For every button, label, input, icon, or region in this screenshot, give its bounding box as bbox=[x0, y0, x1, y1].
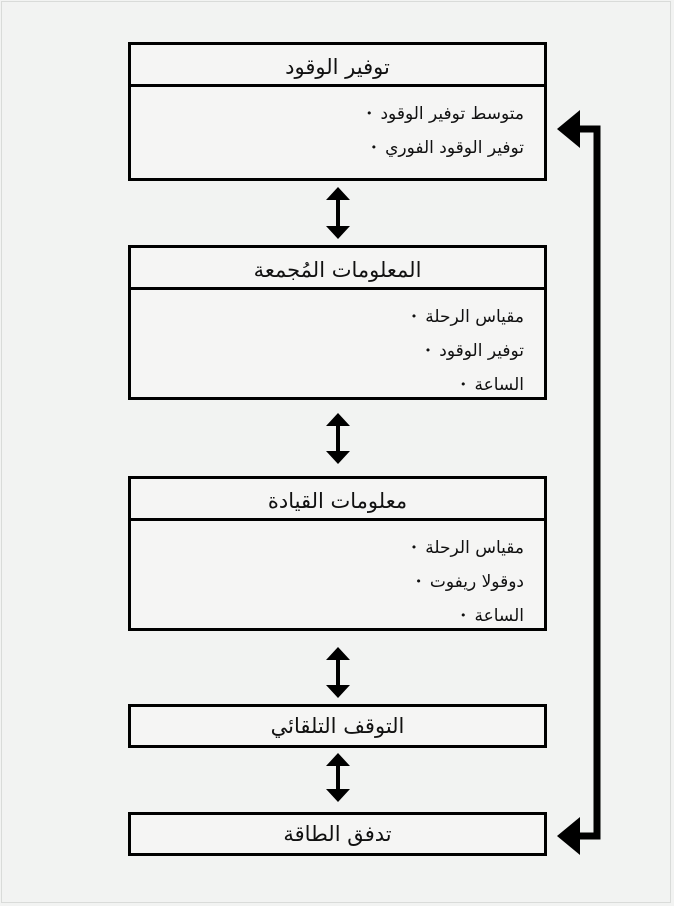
bullet: • bbox=[410, 541, 418, 554]
box-title: المعلومات المُجمعة bbox=[131, 248, 544, 290]
box-item-list: • متوسط توفير الوقود • توفير الوقود الفوري bbox=[131, 87, 544, 165]
list-item: • الساعة bbox=[131, 368, 524, 402]
list-item-text: توفير الوقود bbox=[439, 341, 524, 361]
list-item: • توفير الوقود الفوري bbox=[131, 131, 524, 165]
loop-back-arrow-icon bbox=[557, 110, 601, 855]
list-item-text: الساعة bbox=[474, 606, 524, 626]
list-item-text: الساعة bbox=[474, 375, 524, 395]
list-item: • مقياس الرحلة bbox=[131, 531, 524, 565]
box-title: تدفق الطاقة bbox=[283, 821, 392, 846]
bullet: • bbox=[459, 609, 467, 622]
box-item-list: • مقياس الرحلة • توفير الوقود • الساعة bbox=[131, 290, 544, 402]
auto-stop-box: التوقف التلقائي bbox=[128, 704, 547, 748]
bullet: • bbox=[415, 575, 422, 588]
fuel-economy-box: توفير الوقود • متوسط توفير الوقود • توفير … bbox=[128, 42, 547, 181]
bullet: • bbox=[424, 344, 432, 357]
double-arrow-icon bbox=[326, 647, 350, 698]
list-item-text: توفير الوقود الفوري bbox=[385, 138, 524, 158]
box-title: معلومات القيادة bbox=[131, 479, 544, 521]
list-item: • الساعة bbox=[131, 599, 524, 633]
double-arrow-icon bbox=[326, 187, 350, 239]
bullet: • bbox=[459, 378, 467, 391]
bullet: • bbox=[370, 141, 378, 154]
list-item-text: متوسط توفير الوقود bbox=[380, 104, 524, 124]
list-item: • توفير الوقود bbox=[131, 334, 524, 368]
box-item-list: • مقياس الرحلة • دوقولا ريفوت • الساعة bbox=[131, 521, 544, 633]
list-item-text: مقياس الرحلة bbox=[425, 307, 524, 327]
list-item: • متوسط توفير الوقود bbox=[131, 97, 524, 131]
driving-info-box: معلومات القيادة • مقياس الرحلة • دوقولا ري… bbox=[128, 476, 547, 631]
bullet: • bbox=[410, 310, 418, 323]
list-item: • دوقولا ريفوت bbox=[131, 565, 524, 599]
double-arrow-icon bbox=[326, 753, 350, 802]
list-item-text: دوقولا ريفوت bbox=[429, 572, 524, 592]
list-item-text: مقياس الرحلة bbox=[425, 538, 524, 558]
bullet: • bbox=[365, 107, 373, 120]
combined-info-box: المعلومات المُجمعة • مقياس الرحلة • توفير … bbox=[128, 245, 547, 400]
list-item: • مقياس الرحلة bbox=[131, 300, 524, 334]
double-arrow-icon bbox=[326, 413, 350, 464]
box-title: توفير الوقود bbox=[131, 45, 544, 87]
energy-flow-box: تدفق الطاقة bbox=[128, 812, 547, 856]
box-title: التوقف التلقائي bbox=[270, 713, 405, 738]
